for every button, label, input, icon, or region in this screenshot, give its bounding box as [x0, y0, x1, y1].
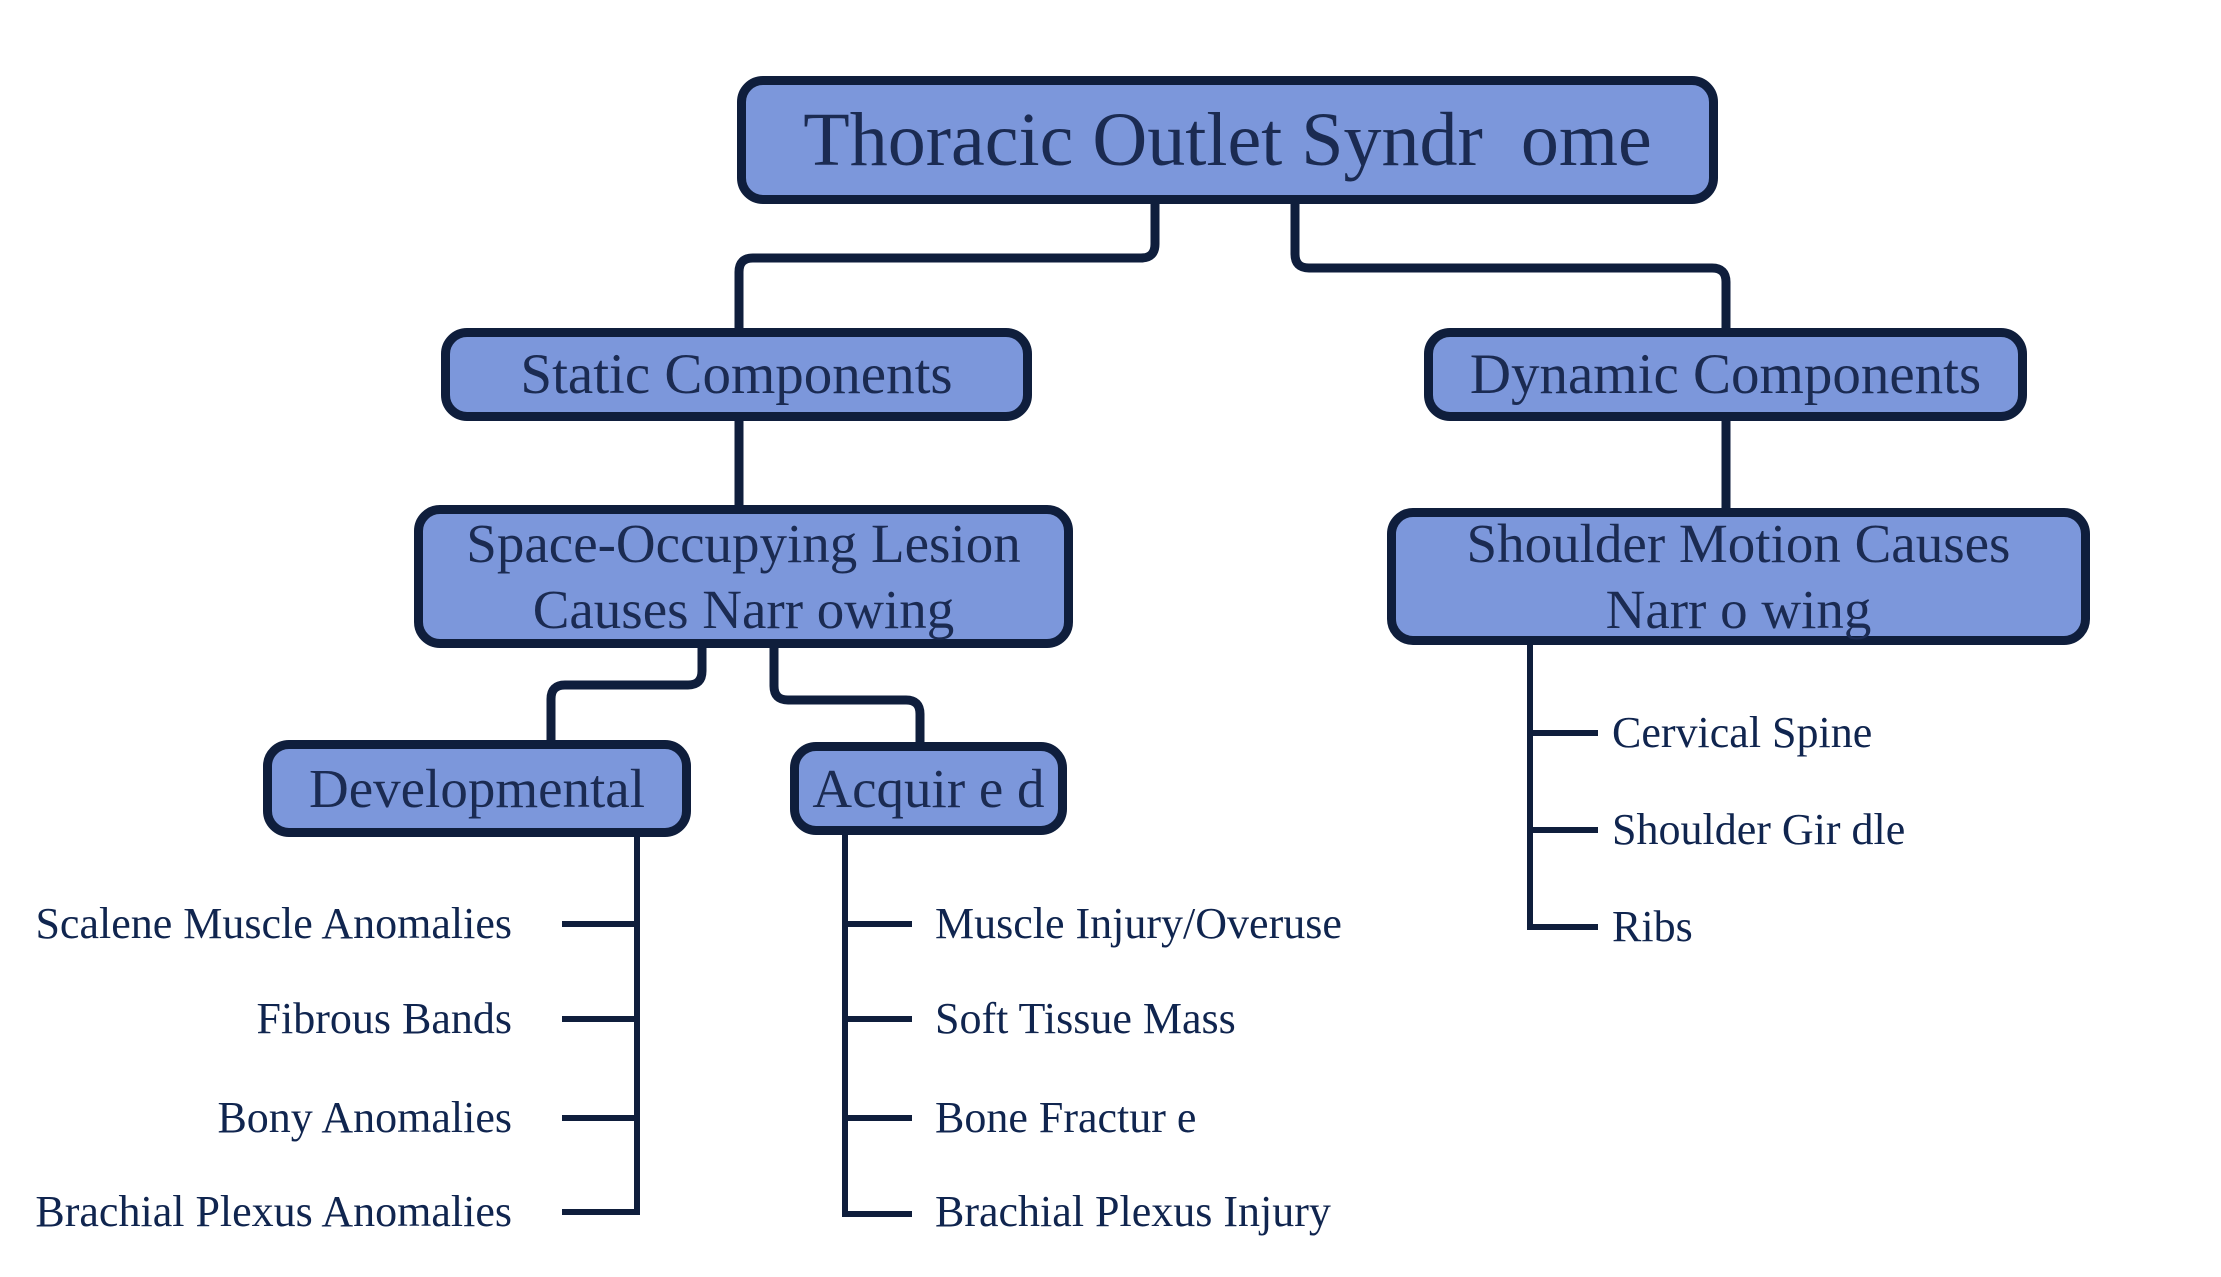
node-space-occupying-lesion: Space-Occupying Lesion Causes Narr owing [414, 505, 1073, 648]
leaf-bone-fracture: Bone Fractur e [935, 1093, 1197, 1142]
leaf-ribs: Ribs [1612, 902, 1693, 951]
connector-space-to-developmental [546, 646, 707, 744]
node-shoulder-motion-line2: Narr o wing [1605, 578, 1872, 640]
node-dynamic-components-label: Dynamic Components [1469, 343, 1982, 406]
leaf-scalene-muscle-anomalies: Scalene Muscle Anomalies [35, 899, 512, 948]
node-thoracic-outlet-syndrome: Thoracic Outlet Syndr ome [737, 76, 1718, 204]
leaf-bony-anomalies: Bony Anomalies [217, 1093, 512, 1142]
node-space-occupying-lesion-line2: Causes Narr owing [532, 578, 955, 640]
leaf-muscle-injury-overuse: Muscle Injury/Overuse [935, 899, 1342, 948]
leaf-cervical-spine: Cervical Spine [1612, 708, 1873, 757]
node-acquired: Acquir e d [790, 742, 1067, 835]
leaf-fibrous-bands: Fibrous Bands [256, 994, 512, 1043]
node-shoulder-motion-line1: Shoulder Motion Causes [1466, 512, 2011, 574]
node-static-components: Static Components [441, 328, 1032, 421]
node-acquired-label: Acquir e d [812, 758, 1045, 819]
leaf-brachial-plexus-anomalies: Brachial Plexus Anomalies [35, 1187, 512, 1236]
connector-root-to-dynamic [1290, 200, 1731, 332]
node-static-components-label: Static Components [520, 343, 953, 406]
node-space-occupying-lesion-line1: Space-Occupying Lesion [466, 512, 1021, 574]
node-dynamic-components: Dynamic Components [1424, 328, 2027, 421]
node-developmental-label: Developmental [309, 758, 645, 819]
leaf-brachial-plexus-injury: Brachial Plexus Injury [935, 1187, 1331, 1236]
node-shoulder-motion-causes-narrowing: Shoulder Motion Causes Narr o wing [1387, 508, 2090, 645]
node-thoracic-outlet-syndrome-label: Thoracic Outlet Syndr ome [803, 97, 1652, 182]
leaf-shoulder-girdle: Shoulder Gir dle [1612, 805, 1906, 854]
node-developmental: Developmental [263, 740, 691, 837]
connector-space-to-acquired [769, 646, 925, 746]
connector-root-to-static [734, 200, 1160, 332]
leaf-soft-tissue-mass: Soft Tissue Mass [935, 994, 1236, 1043]
